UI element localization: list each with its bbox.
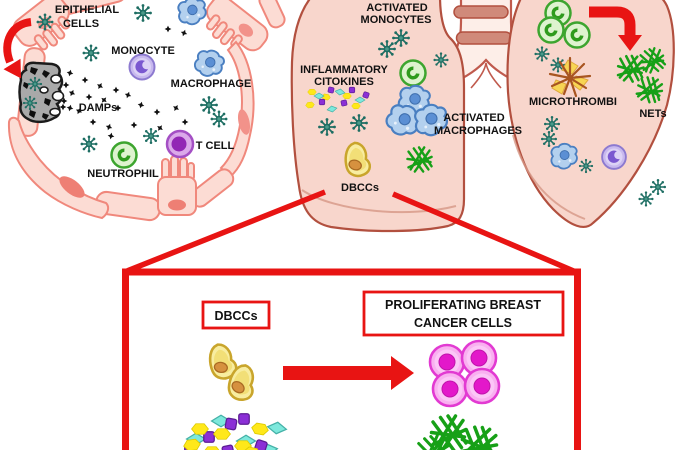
microthrombus xyxy=(548,56,592,98)
epithelial-cell-ciliated xyxy=(205,0,269,52)
activated-monocytes-label: MONOCYTES xyxy=(361,14,432,26)
cartilage-ring xyxy=(455,31,513,45)
zoom-line xyxy=(125,189,327,274)
infection-arrow xyxy=(3,18,32,79)
proliferating-label-box xyxy=(362,290,565,337)
inset-dbccs-label: DBCCs xyxy=(214,309,257,323)
virus-icon xyxy=(649,178,667,196)
cell-debris xyxy=(30,67,38,75)
activated-monocyte-cell xyxy=(537,16,565,44)
activated-macrophages-label: MACROPHAGES xyxy=(434,125,522,137)
virus-icon xyxy=(27,76,43,92)
virus-icon xyxy=(391,28,411,48)
monocyte-cell xyxy=(601,144,627,170)
virus-icon xyxy=(543,115,561,133)
t-cell-label: T CELL xyxy=(196,140,235,152)
microthrombi-label: MICROTHROMBI xyxy=(529,96,617,108)
cancer-cell xyxy=(463,367,501,405)
virus-icon xyxy=(199,95,219,115)
virus-icon xyxy=(432,51,450,69)
nets-arrow xyxy=(589,6,642,51)
epithelial-cell-ciliated xyxy=(157,155,197,216)
activated-macrophages-label: ACTIVATED xyxy=(443,112,504,124)
transition-arrow xyxy=(283,356,414,390)
virus-icon xyxy=(377,39,397,59)
virus-icon xyxy=(637,190,655,208)
lungs-panel: ACTIVATED MONOCYTES INFLAMMATORY CITOKIN… xyxy=(290,0,675,233)
inset-proliferating-label: CANCER CELLS xyxy=(414,316,512,330)
epithelial-ring xyxy=(7,0,286,222)
epithelial-cell xyxy=(258,0,286,29)
virus-icon xyxy=(578,158,594,174)
right-lung-contents xyxy=(533,0,668,208)
zoom-line xyxy=(391,191,578,275)
left-lung xyxy=(290,0,466,233)
virus-icon xyxy=(79,134,99,154)
monocyte-cell xyxy=(128,53,156,81)
activated-monocyte-cell xyxy=(563,21,591,49)
virus-icon xyxy=(349,113,369,133)
damps-label: DAMPs xyxy=(79,102,118,114)
cancer-cell xyxy=(431,370,469,408)
virus-icon xyxy=(22,95,38,111)
epithelial-cell-ciliated xyxy=(12,0,71,51)
nets-label: NETs xyxy=(639,108,666,120)
inflammatory-citokines-label: INFLAMMATORY xyxy=(300,64,388,76)
epithelial-cells-label: CELLS xyxy=(63,18,99,30)
trachea xyxy=(444,0,528,89)
virus-icon xyxy=(540,130,558,148)
epithelial-cell xyxy=(7,116,110,220)
virus-icon xyxy=(533,45,551,63)
activated-monocyte-cell xyxy=(399,59,427,87)
neutrophil-label: NEUTROPHIL xyxy=(87,168,159,180)
t-cell xyxy=(165,129,195,159)
cartilage-ring xyxy=(453,5,509,19)
epithelial-cells-label: EPITHELIAL xyxy=(55,4,119,16)
monocyte-label: MONOCYTE xyxy=(111,45,175,57)
inflammatory-citokines-label: CITOKINES xyxy=(314,76,374,88)
activated-monocytes-label: ACTIVATED xyxy=(366,2,427,14)
alveolus-panel: EPITHELIAL CELLS MONOCYTE MACROPHAGE DAM… xyxy=(3,0,286,222)
dying-cell xyxy=(18,61,65,124)
inset-panel: DBCCs PROLIFERATING BREAST CANCER CELLS xyxy=(122,189,581,450)
virus-icon xyxy=(81,43,101,63)
virus-icon xyxy=(209,109,229,129)
macrophage-label: MACROPHAGE xyxy=(171,78,252,90)
virus-icon xyxy=(317,117,337,137)
dbccs-label: DBCCs xyxy=(341,182,379,194)
virus-icon xyxy=(142,127,160,145)
virus-icon xyxy=(133,3,153,23)
neutrophil-cell xyxy=(110,141,138,169)
dbccs-label-box xyxy=(201,300,271,330)
inset-proliferating-label: PROLIFERATING BREAST xyxy=(385,298,541,312)
virus-icon xyxy=(35,12,55,32)
